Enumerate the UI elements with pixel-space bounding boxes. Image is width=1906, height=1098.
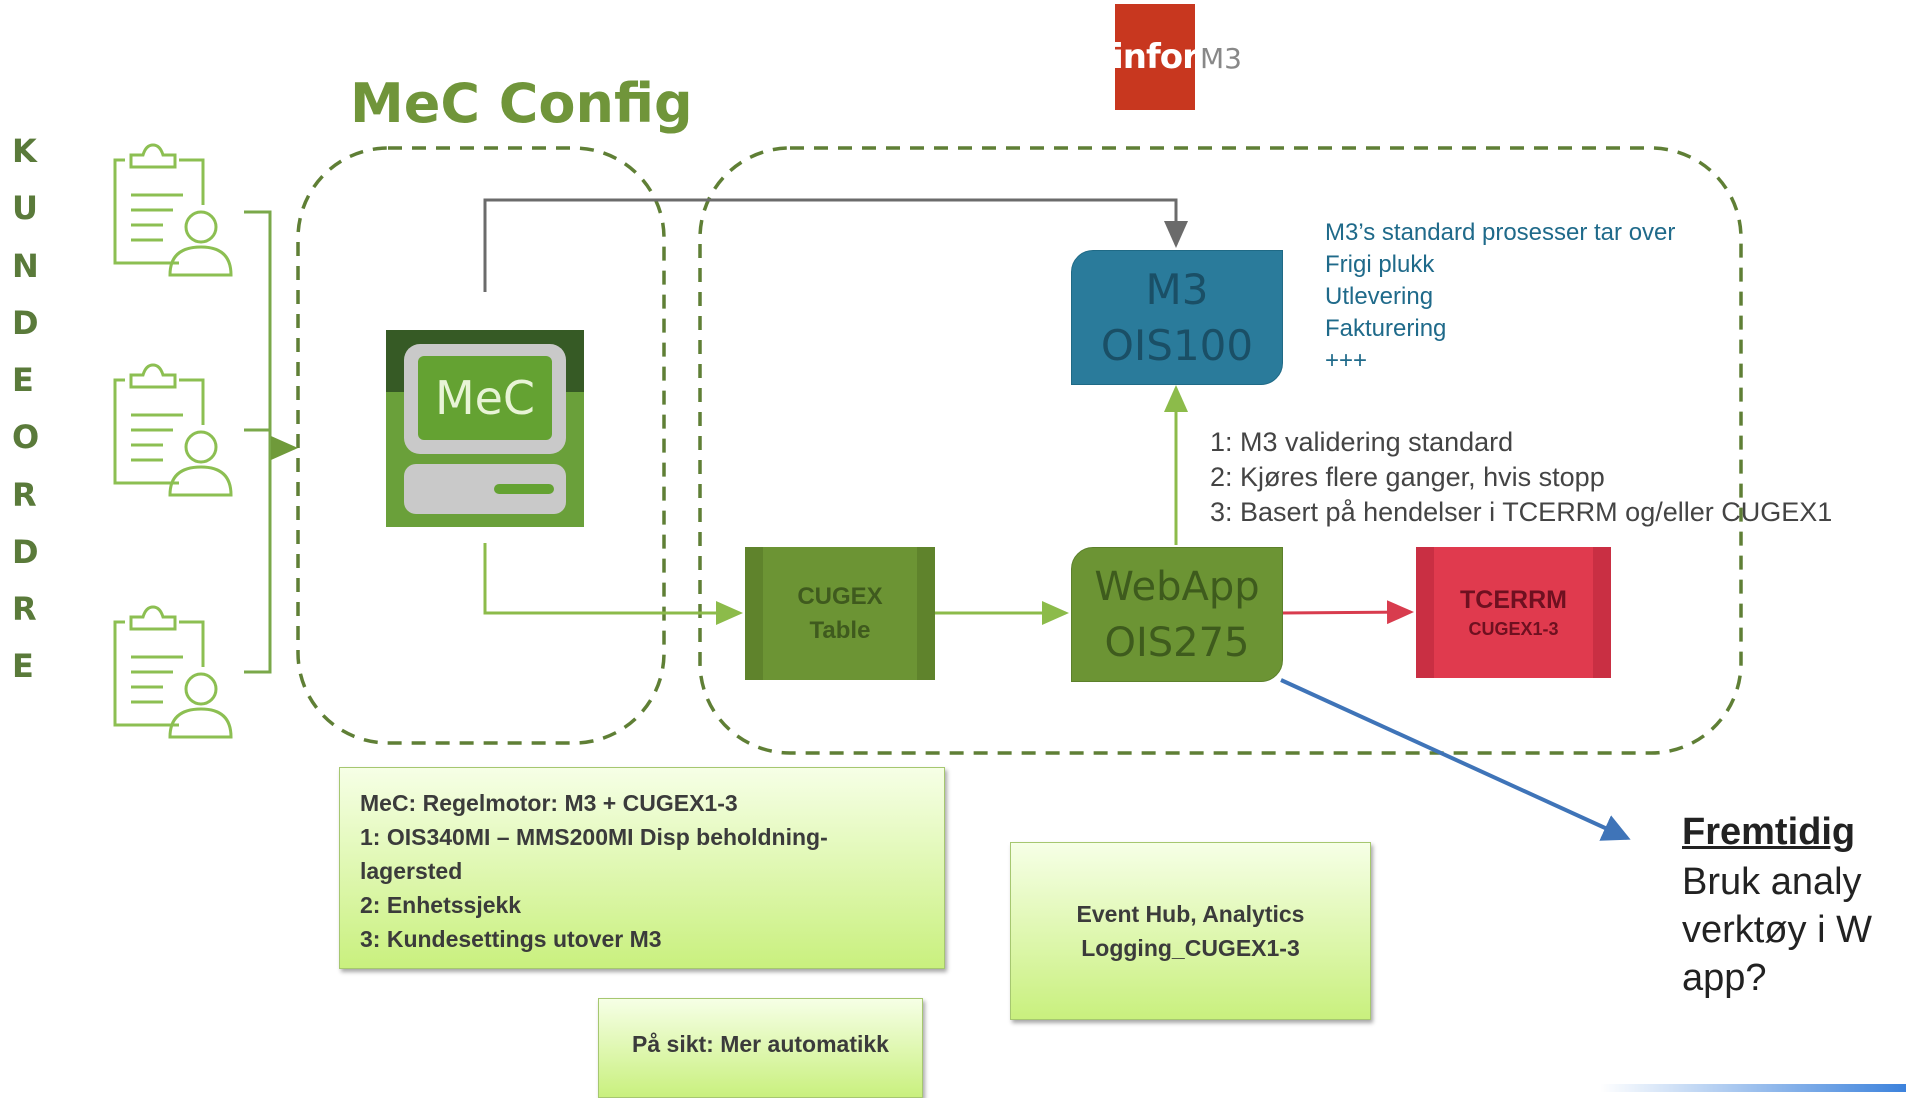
bottom-accent-stripe <box>1600 1084 1906 1092</box>
cugex-box-line2: Table <box>809 616 871 644</box>
validation-step: 3: Basert på hendelser i TCERRM og/eller… <box>1210 497 1833 527</box>
event-hub-note: Event Hub, Analytics Logging_CUGEX1-3 <box>1010 842 1371 1020</box>
tcerrm-box: TCERRM CUGEX1-3 <box>1416 547 1611 678</box>
tcerrm-left-bar <box>1416 547 1434 678</box>
future-title: Fremtidig <box>1682 811 1856 853</box>
webapp-box-line2: OIS275 <box>1104 619 1250 666</box>
rules-note-line: 2: Enhetssjekk <box>360 892 522 918</box>
cugex-right-bar <box>917 547 935 680</box>
kunde-letter: R <box>12 590 37 628</box>
kunde-letter: N <box>12 247 39 285</box>
future-automation-note: På sikt: Mer automatikk <box>598 998 923 1098</box>
rules-note-line: MeC: Regelmotor: M3 + CUGEX1-3 <box>360 790 738 816</box>
infor-logo: infor <box>1112 4 1199 110</box>
standard-process-line: Frigi plukk <box>1325 251 1435 278</box>
arrow-webapp-to-future <box>1280 678 1631 841</box>
kunde-letter: D <box>12 533 39 571</box>
event-hub-note-line: Event Hub, Analytics <box>1076 901 1305 927</box>
future-text-block: Fremtidig Bruk analy verktøy i W app? <box>1682 806 1906 1002</box>
standard-process-line: +++ <box>1325 347 1368 374</box>
order-icon-2 <box>113 363 233 497</box>
kunde-letter: E <box>12 647 34 685</box>
rules-note-line: 3: Kundesettings utover M3 <box>360 926 662 952</box>
standard-process-line: Utlevering <box>1325 283 1434 310</box>
m3-box-line1: M3 <box>1145 264 1209 314</box>
webapp-ois275-box: WebApp OIS275 <box>1071 547 1283 682</box>
tcerrm-box-line2: CUGEX1-3 <box>1468 618 1559 639</box>
cugex-box-line1: CUGEX <box>797 582 883 610</box>
future-line: Bruk analy <box>1682 861 1862 903</box>
arrow-webapp-to-tcerrm <box>1280 600 1414 625</box>
mec-screen-label: MeC <box>418 356 552 440</box>
mec-config-boundary <box>296 146 666 745</box>
validation-steps-text: 1: M3 validering standard 2: Kjøres fler… <box>1210 425 1832 530</box>
arrow-mec-to-m3 <box>483 198 1188 292</box>
order-bracket <box>244 210 298 674</box>
rules-engine-note: MeC: Regelmotor: M3 + CUGEX1-3 1: OIS340… <box>339 767 945 969</box>
infor-product-label: M3 <box>1200 42 1242 75</box>
tcerrm-right-bar <box>1593 547 1611 678</box>
m3-box-line2: OIS100 <box>1100 320 1254 370</box>
order-icon-3 <box>113 605 233 739</box>
future-line: app? <box>1682 957 1767 999</box>
cugex-table-box: CUGEX Table <box>745 547 935 680</box>
event-hub-note-line: Logging_CUGEX1-3 <box>1081 935 1300 961</box>
mec-computer-icon: MeC <box>386 330 584 527</box>
rules-note-line: lagersted <box>360 858 463 884</box>
m3-ois100-box: M3 OIS100 <box>1071 250 1283 385</box>
standard-process-line: Fakturering <box>1325 315 1447 342</box>
rules-note-line: 1: OIS340MI – MMS200MI Disp beholdning- <box>360 824 828 850</box>
validation-step: 2: Kjøres flere ganger, hvis stopp <box>1210 462 1605 492</box>
kunde-letter: U <box>12 189 38 227</box>
validation-step: 1: M3 validering standard <box>1210 427 1514 457</box>
arrow-mec-to-cugex <box>483 543 743 625</box>
m3-boundary <box>698 146 1743 755</box>
standard-process-line: M3’s standard prosesser tar over <box>1325 219 1676 246</box>
standard-processes-text: M3’s standard prosesser tar over Frigi p… <box>1325 217 1675 377</box>
kunde-letter: O <box>12 418 40 456</box>
kunde-letter: E <box>12 361 34 399</box>
kunde-letter: K <box>12 132 37 170</box>
future-line: verktøy i W <box>1682 909 1872 951</box>
kunde-letter: D <box>12 304 39 342</box>
mec-config-title: MeC Config <box>350 72 693 135</box>
order-icon-1 <box>113 143 233 277</box>
cugex-left-bar <box>745 547 763 680</box>
mec-drive-slot <box>494 484 554 494</box>
webapp-box-line1: WebApp <box>1094 563 1260 610</box>
kunde-letter: R <box>12 476 37 514</box>
tcerrm-box-line1: TCERRM <box>1460 585 1567 614</box>
